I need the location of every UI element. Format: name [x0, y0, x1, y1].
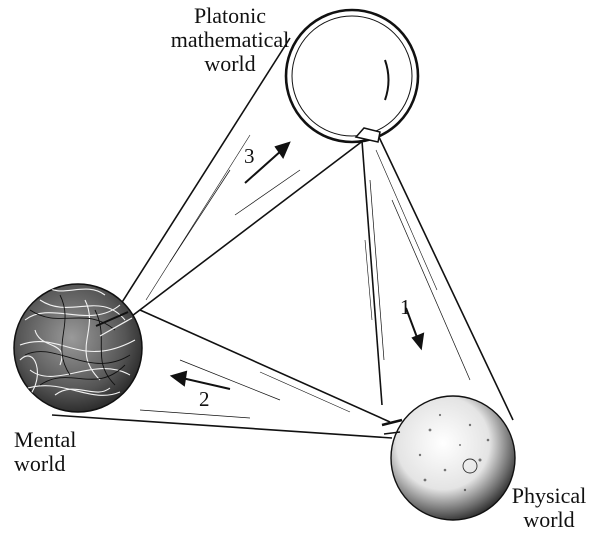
arrow-3	[244, 141, 291, 184]
platonic-world-label: Platonic mathematical world	[170, 3, 290, 76]
arrow-2-label: 2	[199, 387, 210, 411]
cone-physical-to-mental	[51, 309, 393, 439]
arrow-3-label: 3	[244, 144, 255, 168]
mental-sphere	[13, 283, 143, 413]
physical-world-label: Physical world	[511, 483, 587, 532]
platonic-sphere	[284, 8, 420, 144]
physical-sphere	[381, 395, 516, 521]
cone-platonic-to-physical	[361, 136, 514, 421]
arrow-1	[405, 307, 425, 351]
arrow-1-label: 1	[400, 295, 411, 319]
arrow-2	[169, 370, 231, 390]
mental-world-label: Mental world	[14, 427, 77, 476]
cone-mental-to-platonic	[111, 37, 365, 323]
